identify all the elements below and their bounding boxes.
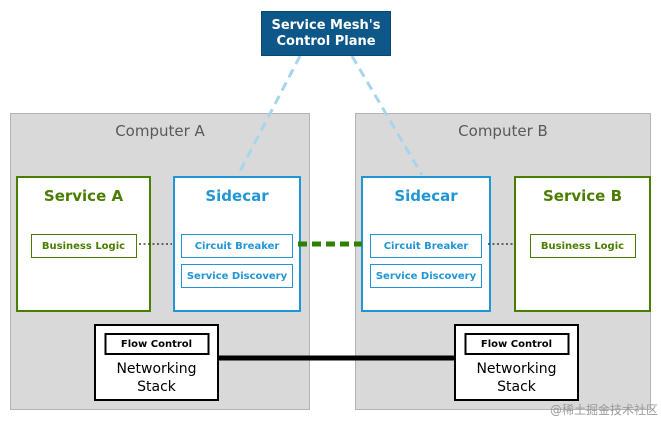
sidecar-b-title: Sidecar xyxy=(394,187,458,205)
sidecar-b-box: Sidecar Circuit Breaker Service Discover… xyxy=(361,176,491,312)
service-discovery-box-b: Service Discovery xyxy=(370,264,482,288)
circuit-breaker-box-a: Circuit Breaker xyxy=(181,234,293,258)
networking-stack-title-a-line2: Stack xyxy=(137,379,176,395)
networking-stack-box-b: Flow Control Networking Stack xyxy=(454,324,579,401)
flow-control-box-b: Flow Control xyxy=(464,333,569,355)
flow-control-box-a: Flow Control xyxy=(104,333,209,355)
circuit-breaker-box-b: Circuit Breaker xyxy=(370,234,482,258)
networking-stack-title-b: Networking Stack xyxy=(456,360,577,396)
networking-stack-title-b-line1: Networking xyxy=(476,361,557,377)
control-plane-box: Service Mesh's Control Plane xyxy=(261,11,391,56)
service-b-box: Service B Business Logic xyxy=(514,176,651,312)
computer-a-title: Computer A xyxy=(115,122,205,140)
service-a-title: Service A xyxy=(43,187,124,205)
service-a-box: Service A Business Logic xyxy=(16,176,151,312)
sidecar-a-title: Sidecar xyxy=(205,187,269,205)
business-logic-box-b: Business Logic xyxy=(529,234,636,258)
watermark: @稀土掘金技术社区 xyxy=(549,403,658,417)
networking-stack-title-b-line2: Stack xyxy=(497,379,536,395)
computer-a-box: Computer A Service A Business Logic Side… xyxy=(10,113,310,410)
computer-b-box: Computer B Sidecar Circuit Breaker Servi… xyxy=(355,113,651,410)
sidecar-a-box: Sidecar Circuit Breaker Service Discover… xyxy=(173,176,301,312)
networking-stack-title-a-line1: Networking xyxy=(116,361,197,377)
control-plane-label-line2: Control Plane xyxy=(276,33,376,49)
control-plane-label-line1: Service Mesh's xyxy=(271,17,381,33)
networking-stack-box-a: Flow Control Networking Stack xyxy=(94,324,219,401)
networking-stack-title-a: Networking Stack xyxy=(96,360,217,396)
business-logic-box-a: Business Logic xyxy=(30,234,137,258)
computer-b-title: Computer B xyxy=(458,122,548,140)
service-b-title: Service B xyxy=(542,187,622,205)
service-discovery-box-a: Service Discovery xyxy=(181,264,293,288)
